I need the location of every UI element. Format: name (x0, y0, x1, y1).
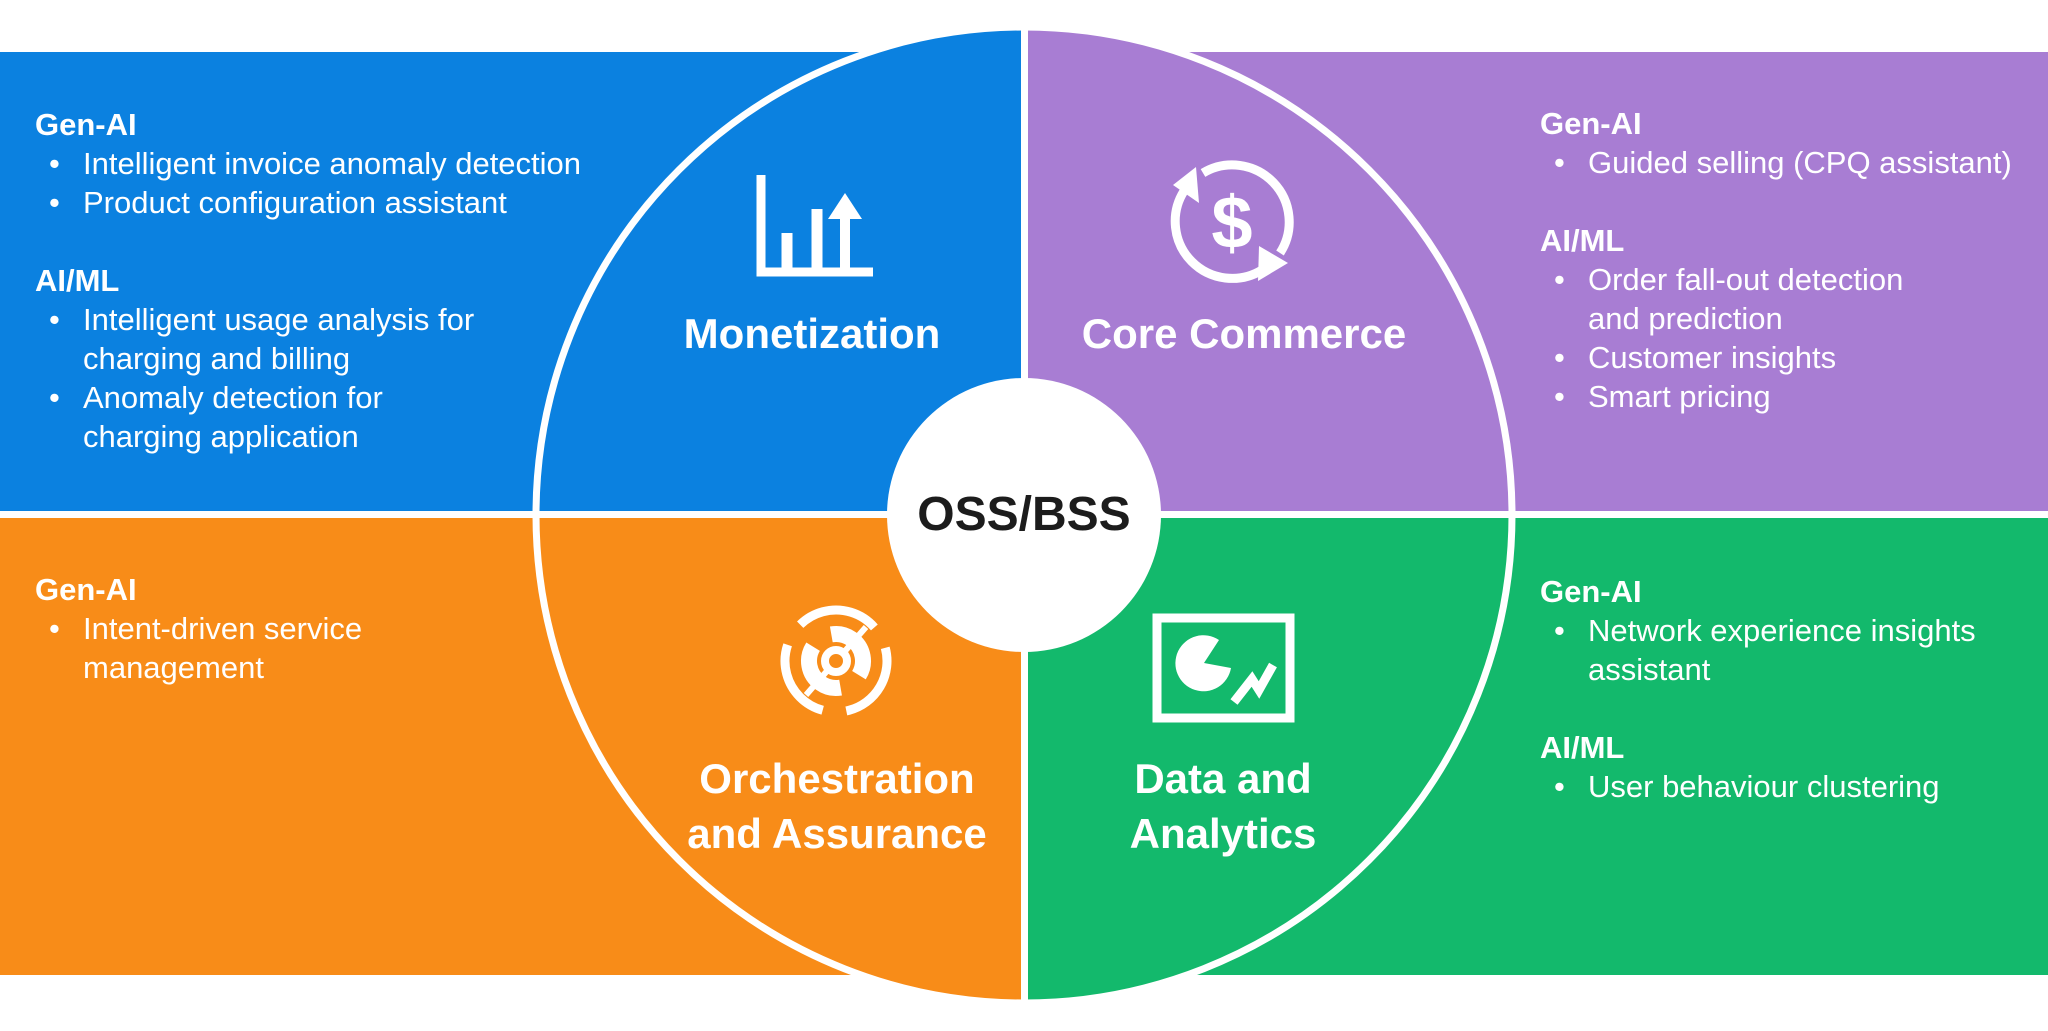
list-item: • User behaviour clustering (1540, 767, 1976, 806)
data-analytics-feature-list: Gen-AI • Network experience insights ass… (1540, 572, 1976, 806)
monetization-title: Monetization (683, 310, 941, 357)
list-item: • Intelligent usage analysis for chargin… (35, 300, 581, 378)
list-item-text: Network experience insights (1588, 613, 1976, 648)
data-analytics-title: Data and Analytics (1129, 755, 1317, 857)
list-item-text: Intelligent invoice anomaly detection (83, 146, 582, 181)
outer-ring (532, 23, 1516, 1007)
currency-cycle-icon: $ (1170, 160, 1294, 283)
bullet-dot: • (1554, 262, 1565, 297)
bullet-dot: • (49, 302, 60, 337)
core-commerce-title: Core Commerce (1081, 310, 1407, 357)
data-analytics-quarter-disc (1024, 515, 1512, 1003)
list-item-text: Order fall-out detection (1588, 262, 1904, 297)
list-item: • Smart pricing (1540, 377, 2012, 416)
bullet-dot: • (49, 146, 60, 181)
list-item-text: Smart pricing (1588, 379, 1771, 414)
spacer (1540, 689, 1976, 728)
list-item: • Intelligent invoice anomaly detection (35, 144, 581, 183)
list-item: • Intent-driven service management (35, 609, 362, 687)
oss-bss-label: OSS/BSS (917, 488, 1131, 541)
list-item-text: management (83, 650, 264, 685)
list-item-text: User behaviour clustering (1588, 769, 1940, 804)
monetization-feature-list: Gen-AI • Intelligent invoice anomaly det… (35, 105, 581, 456)
section-heading: AI/ML (1540, 223, 1625, 258)
list-item: • Order fall-out detection and predictio… (1540, 260, 2012, 338)
list-item-text: and prediction (1588, 301, 1783, 336)
list-item-text: Customer insights (1588, 340, 1837, 375)
section-heading: Gen-AI (1540, 106, 1642, 141)
bullet-dot: • (49, 611, 60, 646)
list-item-text: Intelligent usage analysis for (83, 302, 475, 337)
bullet-dot: • (49, 185, 60, 220)
dollar-glyph: $ (1211, 181, 1252, 264)
orchestration-feature-list: Gen-AI • Intent-driven service managemen… (35, 570, 362, 687)
section-heading: Gen-AI (35, 572, 137, 607)
section-heading: AI/ML (1540, 730, 1625, 765)
list-item-text: Anomaly detection for (83, 380, 383, 415)
orchestration-wheel-icon (780, 605, 892, 717)
bullet-dot: • (49, 380, 60, 415)
bullet-dot: • (1554, 340, 1565, 375)
list-item-text: assistant (1588, 652, 1711, 687)
bullet-dot: • (1554, 613, 1565, 648)
core-commerce-feature-list: Gen-AI • Guided selling (CPQ assistant) … (1540, 104, 2012, 416)
orchestration-quarter-disc (536, 515, 1024, 1003)
analytics-dashboard-icon (1152, 613, 1295, 723)
spacer (35, 222, 581, 261)
list-item-text: Guided selling (CPQ assistant) (1588, 145, 2012, 180)
list-item: • Anomaly detection for charging applica… (35, 378, 581, 456)
list-item-text: Product configuration assistant (83, 185, 507, 220)
bullet-dot: • (1554, 145, 1565, 180)
list-item: • Product configuration assistant (35, 183, 581, 222)
list-item: • Customer insights (1540, 338, 2012, 377)
bullet-dot: • (1554, 769, 1565, 804)
spacer (1540, 182, 2012, 221)
list-item: • Network experience insights assistant (1540, 611, 1976, 689)
bullet-dot: • (1554, 379, 1565, 414)
orchestration-title: Orchestration and Assurance (687, 755, 987, 857)
list-item-text: charging application (83, 419, 359, 454)
section-heading: AI/ML (35, 263, 120, 298)
bar-chart-growth-icon (756, 175, 873, 277)
list-item-text: charging and billing (83, 341, 351, 376)
section-heading: Gen-AI (35, 107, 137, 142)
center-circle (887, 378, 1161, 652)
section-heading: Gen-AI (1540, 574, 1642, 609)
list-item: • Guided selling (CPQ assistant) (1540, 143, 2012, 182)
list-item-text: Intent-driven service (83, 611, 363, 646)
